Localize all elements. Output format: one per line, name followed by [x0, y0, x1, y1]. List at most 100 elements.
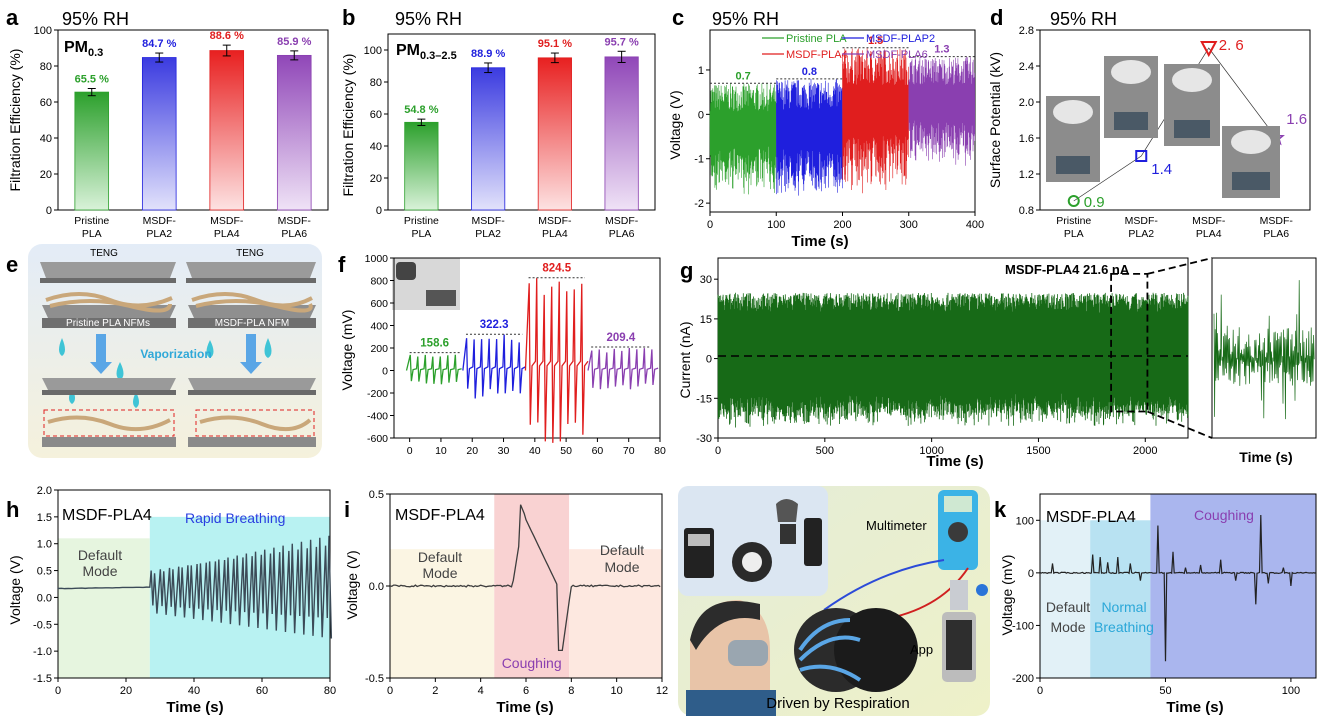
nfm-label-left: Pristine PLA NFMs — [66, 318, 150, 329]
multimeter-icon — [938, 490, 978, 570]
c-ytick-label: 0 — [698, 109, 704, 121]
a-ytick-label: 40 — [40, 133, 52, 145]
c-ytick-label: -2 — [694, 198, 704, 210]
wire-blue — [823, 559, 945, 611]
panel-a-pm-label: PM0.3 — [64, 39, 103, 59]
i-region-default-right — [569, 549, 662, 678]
c-xtick-label: 300 — [900, 219, 918, 231]
c-series-line — [842, 47, 909, 194]
k-xtick-label: 100 — [1282, 685, 1300, 697]
c-xtick-label: 200 — [833, 219, 851, 231]
i-region3-label: Mode — [604, 559, 639, 575]
panel-letter-k: k — [994, 497, 1007, 522]
k-ytick-label: -200 — [1012, 673, 1034, 685]
k-voltage-trace — [1039, 514, 1317, 662]
i-ytick-label: 0.5 — [369, 489, 384, 501]
h-xtick-label: 0 — [55, 685, 61, 697]
a-bar — [276, 54, 312, 211]
k-region-band — [1040, 520, 1091, 678]
d-photo-meter — [1232, 172, 1270, 190]
g-ytick-label: 15 — [700, 314, 712, 326]
teng-label-left: TENG — [90, 248, 118, 259]
b-bar-value-label: 88.9 % — [471, 48, 505, 60]
h-xtick-label: 20 — [120, 685, 132, 697]
i-xtick-label: 0 — [387, 685, 393, 697]
b-bar-value-label: 95.1 % — [538, 38, 572, 50]
panel-b-chart: PM0.3–2.5 Filtration Efficiency (%) 0204… — [340, 33, 656, 240]
h-ytick-label: -0.5 — [33, 619, 52, 631]
d-category-label: MSDF- — [1192, 215, 1226, 227]
c-legend-label: MSDF-PLA6 — [866, 49, 928, 61]
b-ytick-label: 100 — [364, 45, 382, 57]
f-series-line — [462, 334, 526, 399]
panel-letter-e: e — [6, 252, 18, 277]
d-point-value-label: 1.4 — [1151, 161, 1172, 178]
i-region-default-left — [390, 549, 495, 678]
d-photo-filter — [1111, 60, 1151, 84]
fibers-bottom-left — [47, 415, 171, 432]
vaporization-arrows — [90, 334, 262, 374]
d-point-value-label: 1.6 — [1286, 111, 1307, 128]
k-region-band — [1150, 494, 1316, 678]
b-plot-frame — [387, 33, 656, 211]
d-point-pla4 — [1200, 41, 1218, 58]
panel-i-xlabel: Time (s) — [496, 699, 553, 716]
h-xtick-label: 80 — [324, 685, 336, 697]
panel-c-xlabel: Time (s) — [791, 233, 848, 250]
g-xtick-label: 1500 — [1026, 445, 1050, 457]
panel-a-chart: PM0.3 Filtration Efficiency (%) 02040608… — [7, 25, 329, 240]
panel-c-ylabel: Voltage (V) — [667, 90, 683, 159]
f-peak-label: 322.3 — [480, 319, 509, 331]
f-xtick-label: 40 — [529, 445, 541, 457]
d-ytick-label: 1.2 — [1019, 169, 1034, 181]
d-category-label: MSDF- — [1125, 215, 1159, 227]
b-bar — [604, 56, 639, 211]
panel-letter-c: c — [672, 5, 684, 30]
plate-middle-right — [188, 378, 316, 395]
a-category-label: Pristine — [74, 215, 109, 227]
k-ytick-label: 100 — [1016, 515, 1034, 527]
k-region1-label: Mode — [1050, 619, 1085, 635]
a-ytick-label: 60 — [40, 97, 52, 109]
panel-j-illustration: Multimeter App Driven by Respiration — [678, 486, 990, 716]
f-xtick-label: 30 — [498, 445, 510, 457]
f-xtick-label: 60 — [592, 445, 604, 457]
h-sample-label: MSDF-PLA4 — [62, 507, 152, 524]
h-ytick-label: -1.0 — [33, 646, 52, 658]
f-peak-label: 209.4 — [606, 332, 635, 344]
c-series-line — [908, 56, 976, 166]
g-ytick-label: 0 — [706, 354, 712, 366]
b-category-label: MSDF- — [472, 215, 506, 227]
i-region3-label: Default — [600, 542, 644, 558]
g-current-trace — [717, 292, 1189, 428]
g-xtick-label: 0 — [715, 445, 721, 457]
d-photo-meter — [1114, 112, 1148, 130]
plate-bottom-left — [42, 437, 176, 447]
d-photo-filter — [1231, 130, 1271, 154]
b-category-label: PLA — [411, 228, 431, 240]
i-region2-label: Coughing — [502, 655, 562, 671]
g-ytick-label: 30 — [700, 274, 712, 286]
k-region2-label: Normal — [1101, 599, 1146, 615]
a-category-label: PLA6 — [281, 228, 307, 240]
h-ytick-label: 0.5 — [37, 566, 52, 578]
c-xtick-label: 400 — [966, 219, 984, 231]
d-point-value-label: 2. 6 — [1219, 37, 1244, 54]
b-bar — [471, 67, 506, 211]
mat-highlight-right — [195, 409, 315, 437]
a-bar — [209, 50, 245, 211]
f-peak-label: 158.6 — [420, 338, 449, 350]
panel-letter-h: h — [6, 497, 19, 522]
d-photo-filter — [1172, 68, 1212, 92]
i-region1-label: Default — [418, 549, 462, 565]
b-ytick-label: 80 — [370, 77, 382, 89]
i-xtick-label: 10 — [611, 685, 623, 697]
a-ytick-label: 20 — [40, 169, 52, 181]
c-legend-label: MSDF-PLAP2 — [866, 33, 935, 45]
b-category-label: MSDF- — [538, 215, 572, 227]
panel-k-ylabel: Voltage (mV) — [999, 555, 1015, 636]
g-ytick-label: -15 — [696, 393, 712, 405]
b-category-label: PLA2 — [475, 228, 501, 240]
f-ytick-label: -400 — [367, 411, 388, 423]
